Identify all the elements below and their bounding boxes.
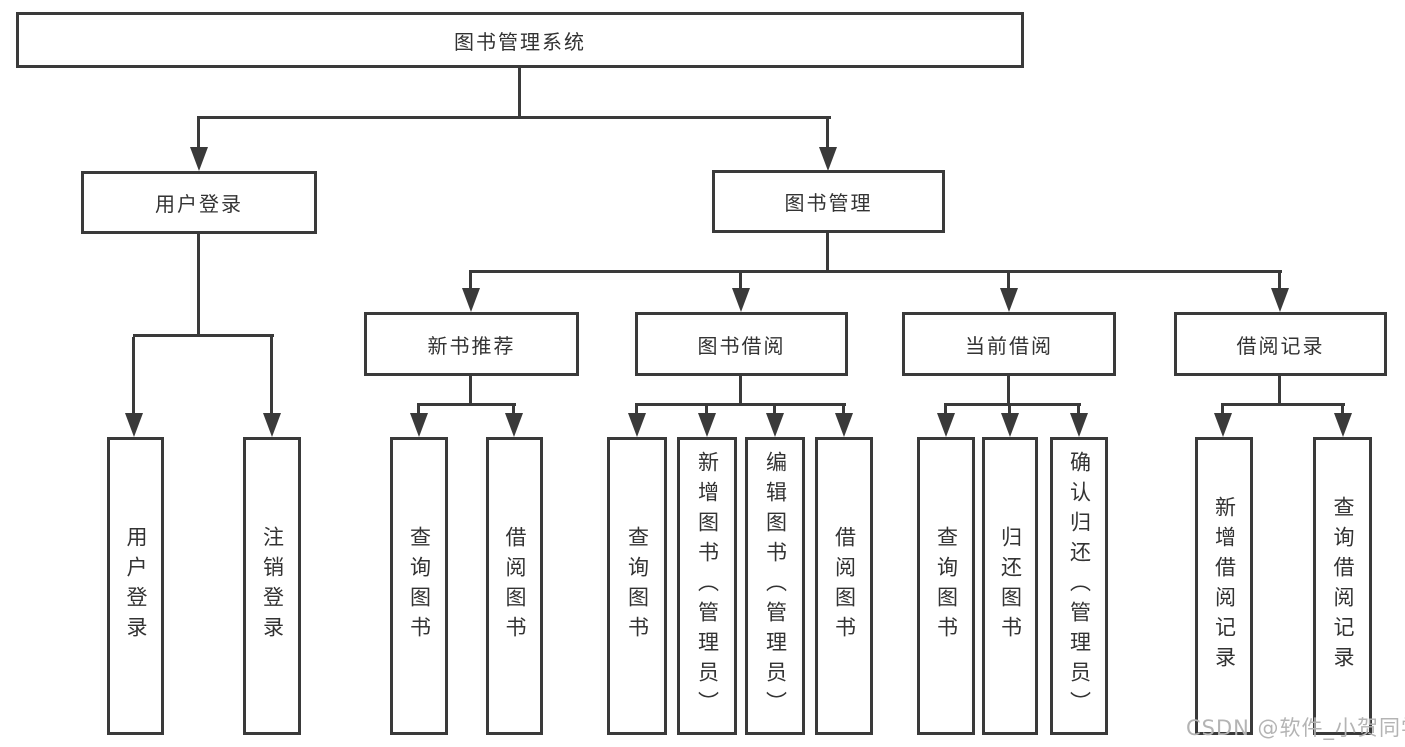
box-edit-book-admin: 编辑图书（管理员） — [745, 437, 805, 735]
connector-stem-query-book-3 — [944, 406, 947, 415]
box-confirm-return-admin-label: 确认归还（管理员） — [1067, 451, 1092, 721]
connector-root-trunk — [518, 68, 521, 118]
connector-root-rail — [197, 116, 831, 119]
connector-borrow-records-rail — [1221, 403, 1345, 406]
connector-current-borrow-trunk — [1007, 376, 1010, 406]
connector-stem-confirm-return — [1077, 406, 1080, 415]
arrow-to-user-login — [190, 147, 208, 171]
box-borrow-records: 借阅记录 — [1174, 312, 1387, 376]
arrow-to-return-book — [1001, 413, 1019, 437]
box-library-system: 图书管理系统 — [16, 12, 1024, 68]
box-query-book-1-label: 查询图书 — [407, 526, 432, 646]
arrow-to-confirm-return — [1070, 413, 1088, 437]
box-new-book-recommend-label: 新书推荐 — [427, 333, 516, 358]
box-add-book-admin-label: 新增图书（管理员） — [695, 451, 720, 721]
box-logout: 注销登录 — [243, 437, 301, 735]
connector-new-book-rail — [417, 403, 516, 406]
box-borrow-book-1-label: 借阅图书 — [503, 526, 527, 646]
arrow-to-new-book — [462, 288, 480, 312]
arrow-to-borrow-book-2 — [835, 413, 853, 437]
connector-stem-current-borrow — [1007, 273, 1010, 289]
connector-borrow-records-trunk — [1278, 376, 1281, 406]
box-book-mgmt-label: 图书管理 — [784, 191, 873, 215]
box-login-label: 用户登录 — [124, 526, 148, 646]
box-add-book-admin: 新增图书（管理员） — [677, 437, 737, 735]
connector-current-borrow-rail — [944, 403, 1081, 406]
arrow-to-add-book — [698, 413, 716, 437]
box-add-borrow-record-label: 新增借阅记录 — [1212, 496, 1237, 676]
connector-stem-edit-book — [773, 406, 776, 415]
arrow-to-borrow-records — [1271, 288, 1289, 312]
connector-book-mgmt-rail — [469, 270, 1282, 273]
connector-stem-query-book-1 — [417, 406, 420, 415]
connector-stem-borrow-book-2 — [842, 406, 845, 415]
arrow-to-borrow-book-1 — [505, 413, 523, 437]
box-add-borrow-record: 新增借阅记录 — [1195, 437, 1253, 735]
connector-stem-query-book-2 — [635, 406, 638, 415]
box-book-borrow-label: 图书借阅 — [697, 333, 786, 358]
connector-stem-add-record — [1221, 406, 1224, 415]
box-borrow-book-2-label: 借阅图书 — [832, 526, 857, 646]
box-borrow-records-label: 借阅记录 — [1236, 333, 1325, 358]
connector-stem-book-mgmt — [826, 119, 829, 148]
connector-book-borrow-trunk — [739, 376, 742, 406]
connector-book-borrow-rail — [635, 403, 846, 406]
box-book-borrow: 图书借阅 — [635, 312, 848, 376]
box-query-book-3: 查询图书 — [917, 437, 975, 735]
box-library-system-label: 图书管理系统 — [454, 29, 586, 54]
box-current-borrow: 当前借阅 — [902, 312, 1116, 376]
box-query-book-1: 查询图书 — [390, 437, 448, 735]
box-new-book-recommend: 新书推荐 — [364, 312, 579, 376]
arrow-to-add-record — [1214, 413, 1232, 437]
box-book-mgmt: 图书管理 — [712, 170, 945, 233]
box-user-login-label: 用户登录 — [155, 192, 243, 216]
box-query-book-2-label: 查询图书 — [625, 526, 650, 646]
arrow-to-logout — [263, 413, 281, 437]
box-edit-book-admin-label: 编辑图书（管理员） — [763, 451, 788, 721]
box-return-book-label: 归还图书 — [998, 526, 1023, 646]
box-logout-label: 注销登录 — [260, 526, 285, 646]
box-borrow-book-1: 借阅图书 — [486, 437, 543, 735]
connector-user-login-trunk — [197, 234, 200, 336]
arrow-to-current-borrow — [1000, 288, 1018, 312]
arrow-to-query-book-1 — [410, 413, 428, 437]
arrow-to-query-book-2 — [628, 413, 646, 437]
box-user-login: 用户登录 — [81, 171, 317, 234]
csdn-watermark: CSDN @软件_小贺同学 — [1186, 716, 1405, 740]
connector-stem-logout — [270, 337, 273, 414]
connector-stem-book-borrow — [739, 273, 742, 289]
box-borrow-book-2: 借阅图书 — [815, 437, 873, 735]
box-current-borrow-label: 当前借阅 — [965, 333, 1053, 358]
connector-user-login-rail — [133, 334, 274, 337]
arrow-to-query-record — [1334, 413, 1352, 437]
connector-book-mgmt-trunk — [826, 233, 829, 273]
box-login: 用户登录 — [107, 437, 164, 735]
connector-stem-borrow-records — [1278, 273, 1281, 289]
box-query-borrow-record: 查询借阅记录 — [1313, 437, 1372, 735]
arrow-to-book-mgmt — [819, 147, 837, 171]
arrow-to-edit-book — [766, 413, 784, 437]
connector-stem-return-book — [1008, 406, 1011, 415]
arrow-to-book-borrow — [732, 288, 750, 312]
arrow-to-login — [125, 413, 143, 437]
connector-stem-new-book — [469, 273, 472, 289]
connector-stem-login — [132, 337, 135, 414]
box-query-book-2: 查询图书 — [607, 437, 667, 735]
connector-stem-query-record — [1341, 406, 1344, 415]
box-confirm-return-admin: 确认归还（管理员） — [1050, 437, 1108, 735]
connector-stem-add-book — [705, 406, 708, 415]
connector-new-book-trunk — [469, 376, 472, 406]
connector-stem-borrow-book-1 — [512, 406, 515, 415]
box-query-book-3-label: 查询图书 — [934, 526, 959, 646]
box-query-borrow-record-label: 查询借阅记录 — [1331, 496, 1355, 676]
connector-stem-user-login — [197, 119, 200, 148]
arrow-to-query-book-3 — [937, 413, 955, 437]
box-return-book: 归还图书 — [982, 437, 1038, 735]
